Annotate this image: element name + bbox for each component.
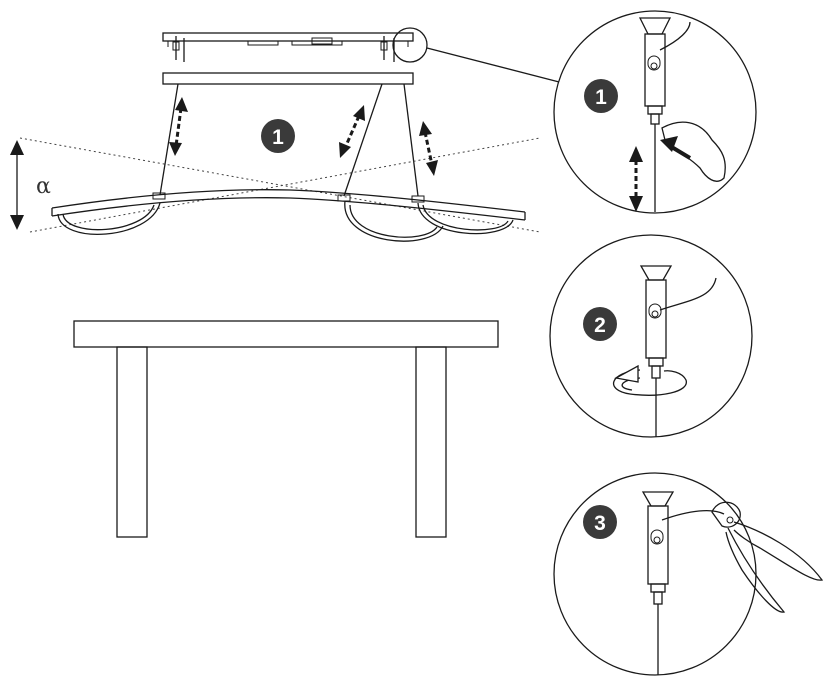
main-step-badge: 1 <box>261 119 295 153</box>
angle-indicator: α <box>10 140 51 230</box>
detail-step-badge-1: 1 <box>584 79 618 113</box>
svg-text:3: 3 <box>594 512 606 535</box>
zoom-marker <box>392 27 428 63</box>
table-icon <box>73 320 499 538</box>
arrow-double-icon <box>169 97 188 156</box>
ceiling-canopy <box>162 32 414 62</box>
hand-icon <box>660 121 726 182</box>
detail-panel-3: 3 <box>553 472 824 676</box>
detail-step-badge-2: 2 <box>583 307 617 341</box>
rotate-arrow-icon <box>612 364 687 396</box>
svg-text:1: 1 <box>272 126 284 149</box>
pendant-lamp-icon: α <box>10 32 541 242</box>
angle-label: α <box>36 174 51 199</box>
zoom-leader-line <box>426 47 564 84</box>
detail-panel-1: 1 <box>553 10 757 214</box>
svg-text:1: 1 <box>595 86 607 109</box>
svg-text:2: 2 <box>594 314 606 337</box>
arrow-double-icon <box>339 105 365 158</box>
arrow-double-icon <box>629 146 643 212</box>
arrow-double-icon <box>419 121 438 176</box>
suspension-bar <box>162 72 414 85</box>
detail-step-badge-3: 3 <box>583 505 617 539</box>
detail-panel-2: 2 <box>549 234 753 438</box>
wire-cutter-icon <box>711 501 824 613</box>
